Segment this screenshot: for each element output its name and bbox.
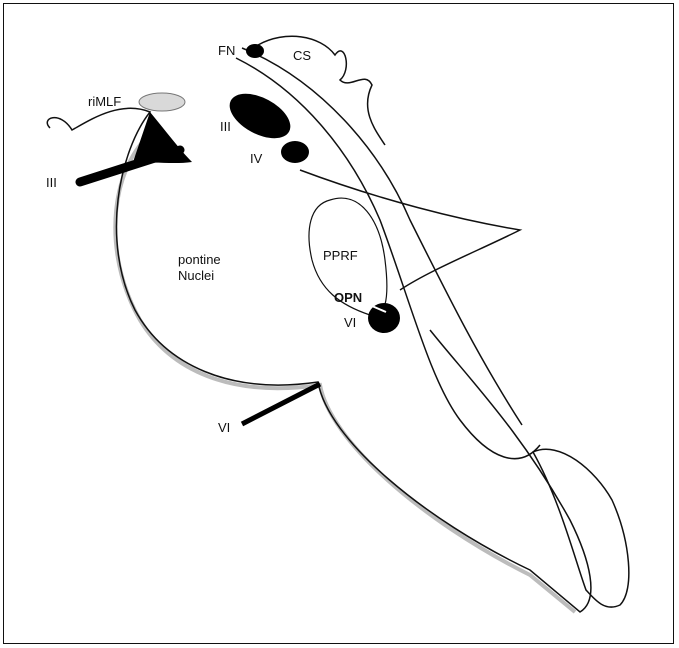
vi-nerve-label: VI: [218, 420, 230, 435]
cerebellum-wedge: [300, 170, 520, 290]
pyramid-lobe: [533, 449, 629, 607]
rimlf-nucleus: [139, 93, 185, 111]
pontine-label-line1: pontine: [178, 252, 221, 267]
ventral-shading: [115, 126, 575, 612]
pprf-label: PPRF: [323, 248, 358, 263]
brainstem-outline: [47, 108, 591, 612]
rimlf-label: riMLF: [88, 94, 121, 109]
iii-nucleus: [222, 85, 297, 148]
fn-nucleus: [246, 44, 264, 58]
iii-nucleus-label: III: [220, 119, 231, 134]
fn-label: FN: [218, 43, 235, 58]
iii-nerve-label: III: [46, 175, 57, 190]
vi-nucleus-label: VI: [344, 315, 356, 330]
iv-label: IV: [250, 151, 263, 166]
pontine-label-line2: Nuclei: [178, 268, 214, 283]
fourth-ventricle-contour: [242, 48, 522, 425]
cs-label: CS: [293, 48, 311, 63]
opn-label: OPN: [334, 290, 362, 305]
iii-nerve-root: [80, 150, 180, 182]
vi-nucleus: [368, 303, 400, 333]
iv-nucleus: [281, 141, 309, 163]
